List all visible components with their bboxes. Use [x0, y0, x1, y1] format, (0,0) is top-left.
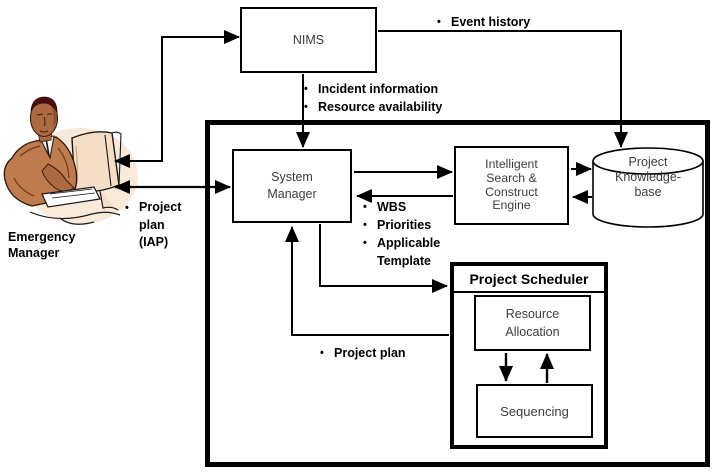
nims-label: NIMS: [292, 33, 325, 47]
bullet-icon: •: [304, 83, 308, 95]
knowledge-base-label: Project Knowledge- base: [614, 155, 681, 199]
sequencing-label: Sequencing: [500, 403, 569, 419]
project-scheduler-title: Project Scheduler: [454, 266, 604, 293]
annotation-event-history: • Event history: [437, 15, 531, 29]
bullet-icon: •: [363, 201, 367, 213]
bullet-icon: •: [320, 347, 324, 359]
resource-allocation-label: Resource Allocation: [505, 307, 560, 339]
annotation-sm-outputs: • WBS • Priorities • Applicable Template: [363, 200, 441, 268]
annotation-project-plan-iap: • Project plan (IAP): [125, 200, 182, 249]
system-manager-label: System Manager: [267, 170, 317, 201]
bullet-icon: •: [125, 202, 129, 214]
bullet-icon: •: [363, 237, 367, 249]
annotation-nims-outputs: • Incident information • Resource availa…: [304, 82, 443, 114]
nims-box: NIMS: [240, 7, 377, 73]
bullet-icon: •: [437, 16, 441, 28]
keyboard-icon: [29, 186, 121, 225]
bullet-icon: •: [363, 219, 367, 231]
sequencing-box: Sequencing: [476, 384, 593, 438]
emergency-manager-clipart: [3, 96, 138, 225]
emergency-manager-caption: Emergency Manager: [8, 230, 76, 260]
bullet-icon: •: [304, 101, 308, 113]
annotation-project-plan: • Project plan: [320, 346, 406, 360]
search-construct-engine-box: Intelligent Search & Construct Engine: [454, 146, 569, 225]
search-construct-engine-label: Intelligent Search & Construct Engine: [485, 156, 538, 213]
resource-allocation-box: Resource Allocation: [474, 295, 591, 351]
person-figure-icon: [3, 96, 78, 207]
system-manager-box: System Manager: [232, 149, 352, 223]
